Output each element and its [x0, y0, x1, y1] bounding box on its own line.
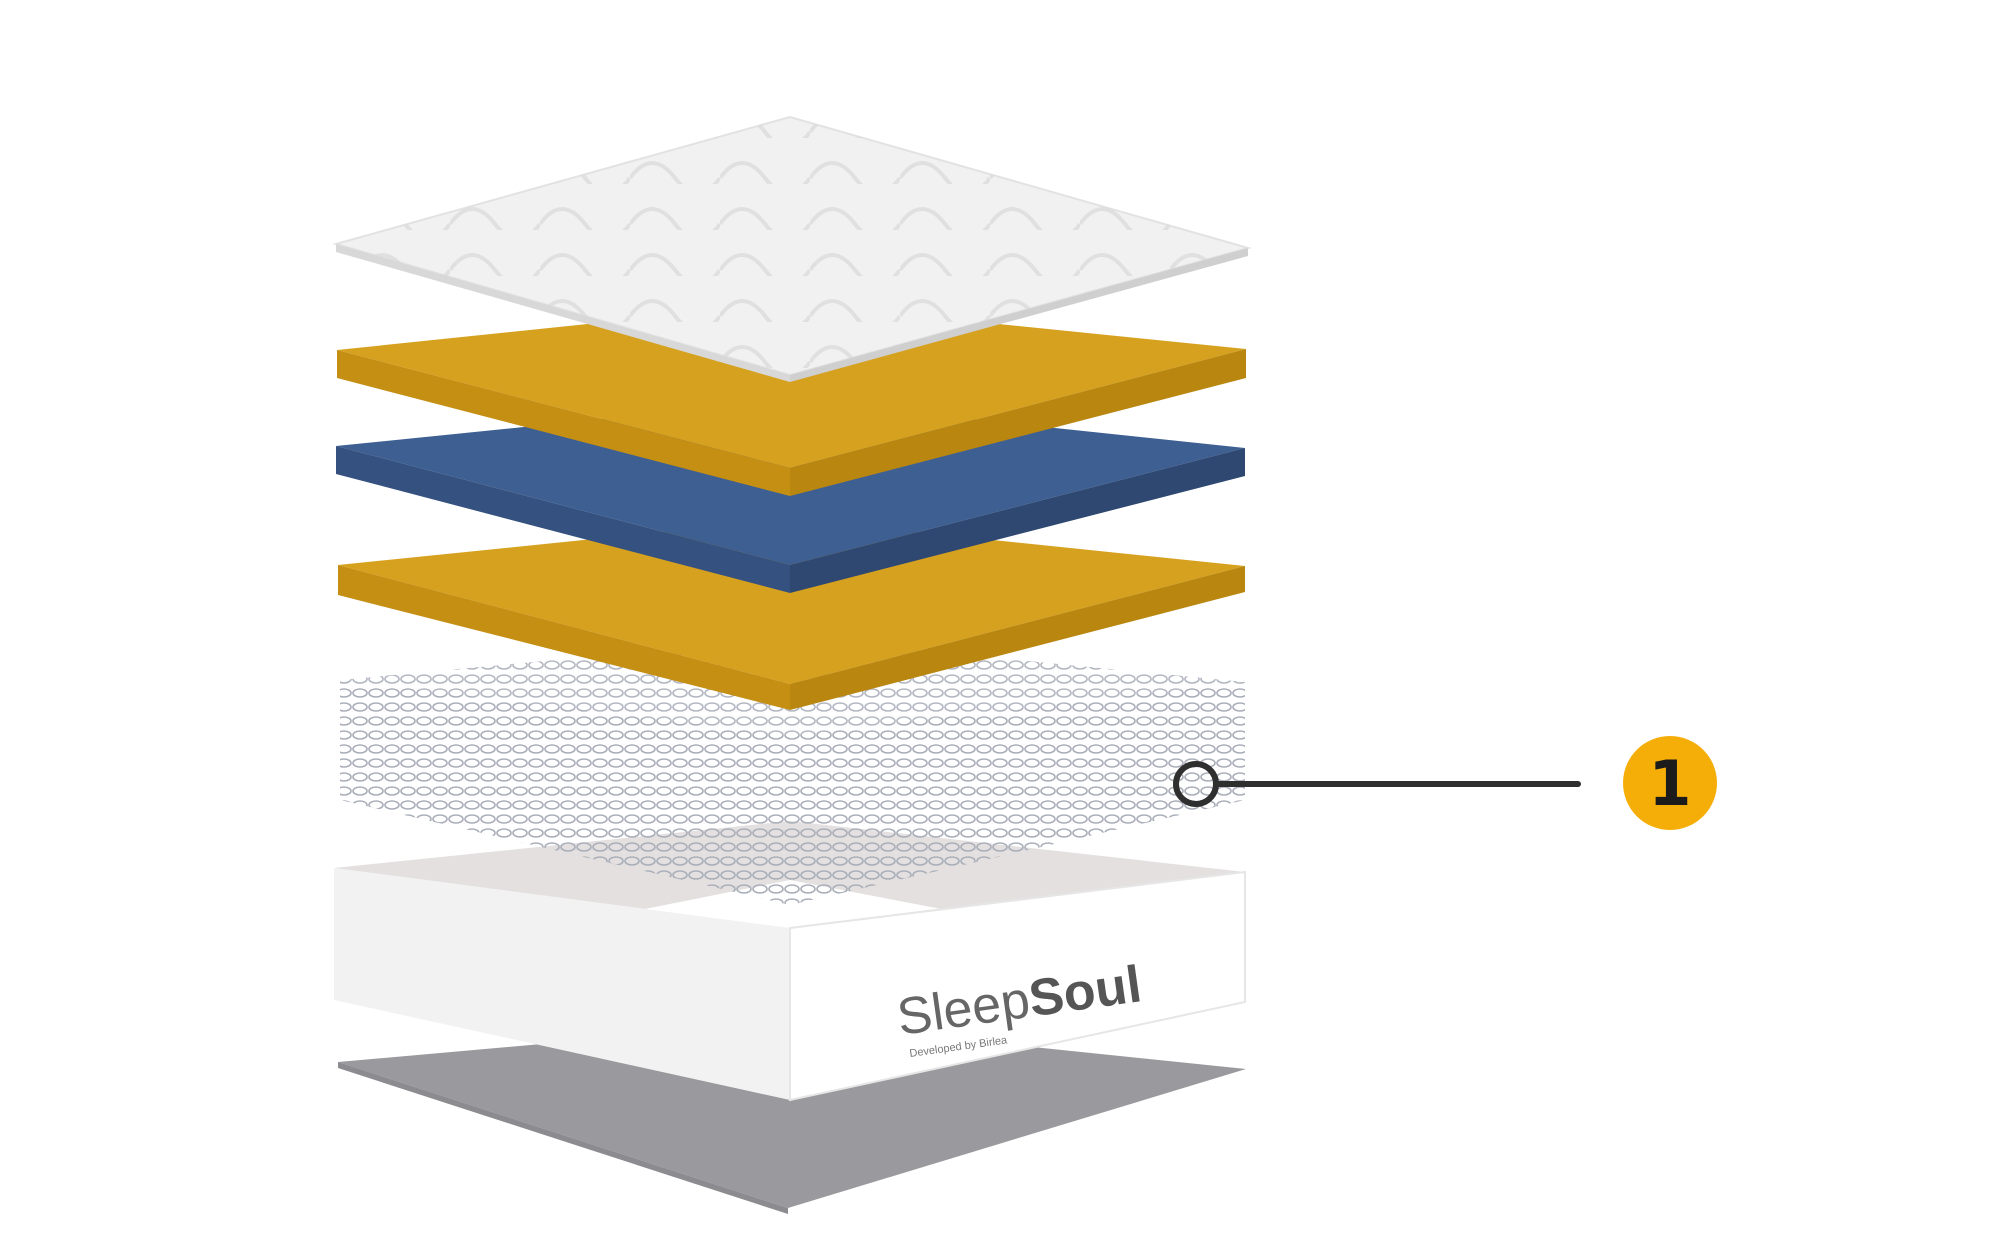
- foam-upper-layer: [337, 303, 1246, 496]
- callout-number: 1: [1648, 747, 1691, 820]
- foam-lower-layer: [338, 519, 1245, 710]
- bottom-sheet-layer: [338, 1022, 1246, 1214]
- callout-badge[interactable]: [1623, 736, 1717, 830]
- quilted-top-layer: [332, 115, 1252, 382]
- callout-1: 1: [1173, 736, 1717, 830]
